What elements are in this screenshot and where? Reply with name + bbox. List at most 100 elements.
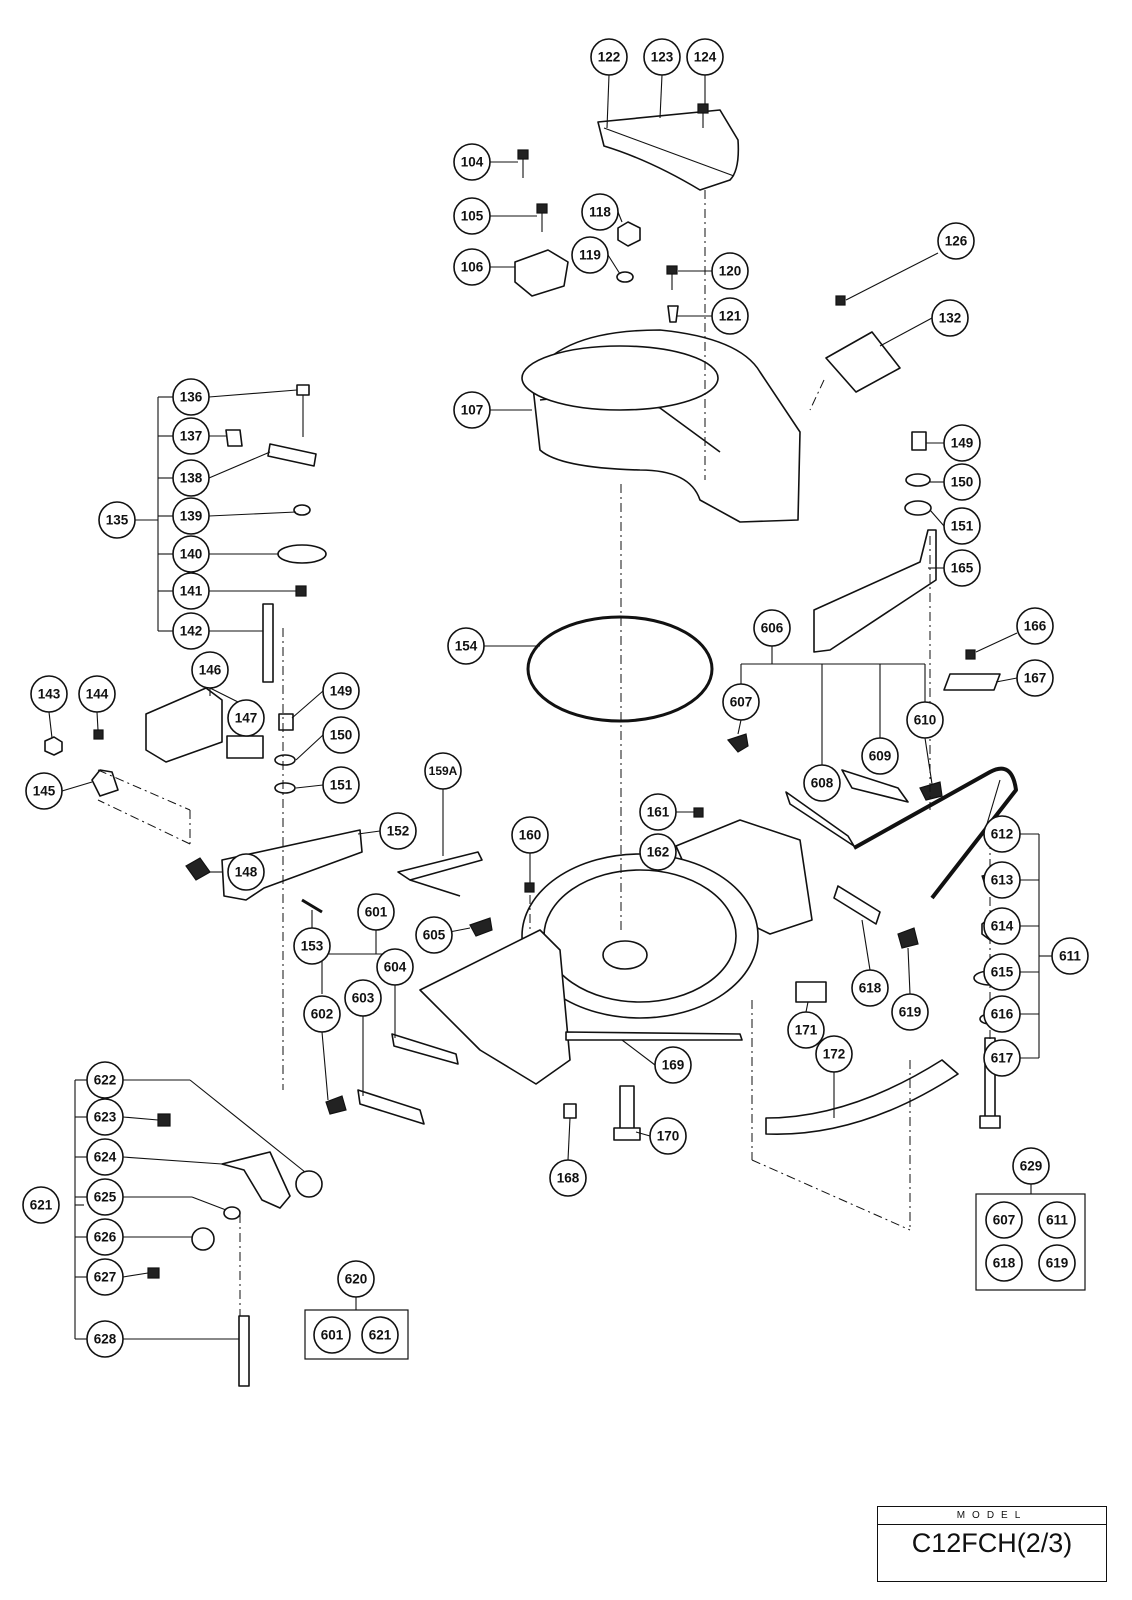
- callout-623: 623: [86, 1098, 124, 1136]
- callout-169: 169: [654, 1046, 692, 1084]
- callout-622: 622: [86, 1061, 124, 1099]
- callout-119: 119: [571, 236, 609, 274]
- callout-609: 609: [861, 737, 899, 775]
- kit-620-item-601-circle: [313, 1316, 351, 1354]
- callout-618-circle: [851, 969, 889, 1007]
- callout-608: 608: [803, 764, 841, 802]
- callout-126: 126: [937, 222, 975, 260]
- callout-161-label: 161: [647, 805, 670, 820]
- callout-170: 170: [649, 1117, 687, 1155]
- callout-124-circle: [686, 38, 724, 76]
- callout-621: 621: [22, 1186, 60, 1224]
- callout-118: 118: [581, 193, 619, 231]
- callout-140-label: 140: [180, 547, 203, 562]
- callout-167-label: 167: [1024, 671, 1047, 686]
- callout-150: 150: [322, 716, 360, 754]
- callout-137-label: 137: [180, 429, 203, 444]
- callout-145: 145: [25, 772, 63, 810]
- callout-604-label: 604: [384, 960, 407, 975]
- callout-149-circle: [943, 424, 981, 462]
- callout-149: 149: [322, 672, 360, 710]
- callout-613-circle: [983, 861, 1021, 899]
- callout-605: 605: [415, 916, 453, 954]
- callout-627-circle: [86, 1258, 124, 1296]
- callout-624-label: 624: [94, 1150, 117, 1165]
- callout-121-circle: [711, 297, 749, 335]
- callout-617-circle: [983, 1039, 1021, 1077]
- callout-602-circle: [303, 995, 341, 1033]
- callout-612-circle: [983, 815, 1021, 853]
- callout-613-label: 613: [991, 873, 1014, 888]
- callout-150-label: 150: [951, 475, 974, 490]
- kit-620-item-621: 621: [361, 1316, 399, 1354]
- callout-624: 624: [86, 1138, 124, 1176]
- callout-603: 603: [344, 979, 382, 1017]
- callout-132-circle: [931, 299, 969, 337]
- callout-172: 172: [815, 1035, 853, 1073]
- callout-625-circle: [86, 1178, 124, 1216]
- callout-611: 611: [1051, 937, 1089, 975]
- callout-162: 162: [639, 833, 677, 871]
- callout-145-label: 145: [33, 784, 56, 799]
- callout-623-label: 623: [94, 1110, 117, 1125]
- callout-602-label: 602: [311, 1007, 334, 1022]
- callout-608-circle: [803, 764, 841, 802]
- callout-607: 607: [722, 683, 760, 721]
- kit-629-item-618: 618: [985, 1244, 1023, 1282]
- callout-142: 142: [172, 612, 210, 650]
- callout-135: 135: [98, 501, 136, 539]
- callout-606-label: 606: [761, 621, 784, 636]
- callout-153: 153: [293, 927, 331, 965]
- callout-107-circle: [453, 391, 491, 429]
- callout-611-label: 611: [1059, 949, 1081, 964]
- callout-154: 154: [447, 627, 485, 665]
- callout-619: 619: [891, 993, 929, 1031]
- callout-153-label: 153: [301, 939, 324, 954]
- callout-135-circle: [98, 501, 136, 539]
- model-name: C12FCH(2/3): [911, 1528, 1073, 1558]
- callout-105: 105: [453, 197, 491, 235]
- callout-623-circle: [86, 1098, 124, 1136]
- callout-136: 136: [172, 378, 210, 416]
- callout-144-circle: [78, 675, 116, 713]
- callout-150: 150: [943, 463, 981, 501]
- callout-167-circle: [1016, 659, 1054, 697]
- callout-152-circle: [379, 812, 417, 850]
- callout-621-label: 621: [30, 1198, 53, 1213]
- kit-629-item-607: 607: [985, 1201, 1023, 1239]
- callout-149-circle: [322, 672, 360, 710]
- callout-166: 166: [1016, 607, 1054, 645]
- kit-629-item-611-label: 611: [1046, 1213, 1068, 1228]
- callout-628: 628: [86, 1320, 124, 1358]
- leader-lines: [48, 74, 1052, 1340]
- callout-615-circle: [983, 953, 1021, 991]
- callout-609-circle: [861, 737, 899, 775]
- callout-612: 612: [983, 815, 1021, 853]
- callout-136-label: 136: [180, 390, 203, 405]
- callout-143-circle: [30, 675, 68, 713]
- callout-603-circle: [344, 979, 382, 1017]
- callout-614-label: 614: [991, 919, 1014, 934]
- callout-626: 626: [86, 1218, 124, 1256]
- callout-610-circle: [906, 701, 944, 739]
- callout-104-circle: [453, 143, 491, 181]
- callout-120-circle: [711, 252, 749, 290]
- callout-121: 121: [711, 297, 749, 335]
- callout-150-label: 150: [330, 728, 353, 743]
- callout-159A-label: 159A: [429, 764, 458, 778]
- callout-618: 618: [851, 969, 889, 1007]
- callout-119-label: 119: [579, 248, 601, 263]
- callout-606-circle: [753, 609, 791, 647]
- callout-165-circle: [943, 549, 981, 587]
- callout-154-circle: [447, 627, 485, 665]
- callout-143: 143: [30, 675, 68, 713]
- callout-148: 148: [227, 853, 265, 891]
- callout-166-circle: [1016, 607, 1054, 645]
- callout-604-circle: [376, 948, 414, 986]
- callout-610: 610: [906, 701, 944, 739]
- kit-620-item-601: 601: [313, 1316, 351, 1354]
- callout-147: 147: [227, 699, 265, 737]
- callout-141: 141: [172, 572, 210, 610]
- callout-149-label: 149: [951, 436, 974, 451]
- callout-626-label: 626: [94, 1230, 117, 1245]
